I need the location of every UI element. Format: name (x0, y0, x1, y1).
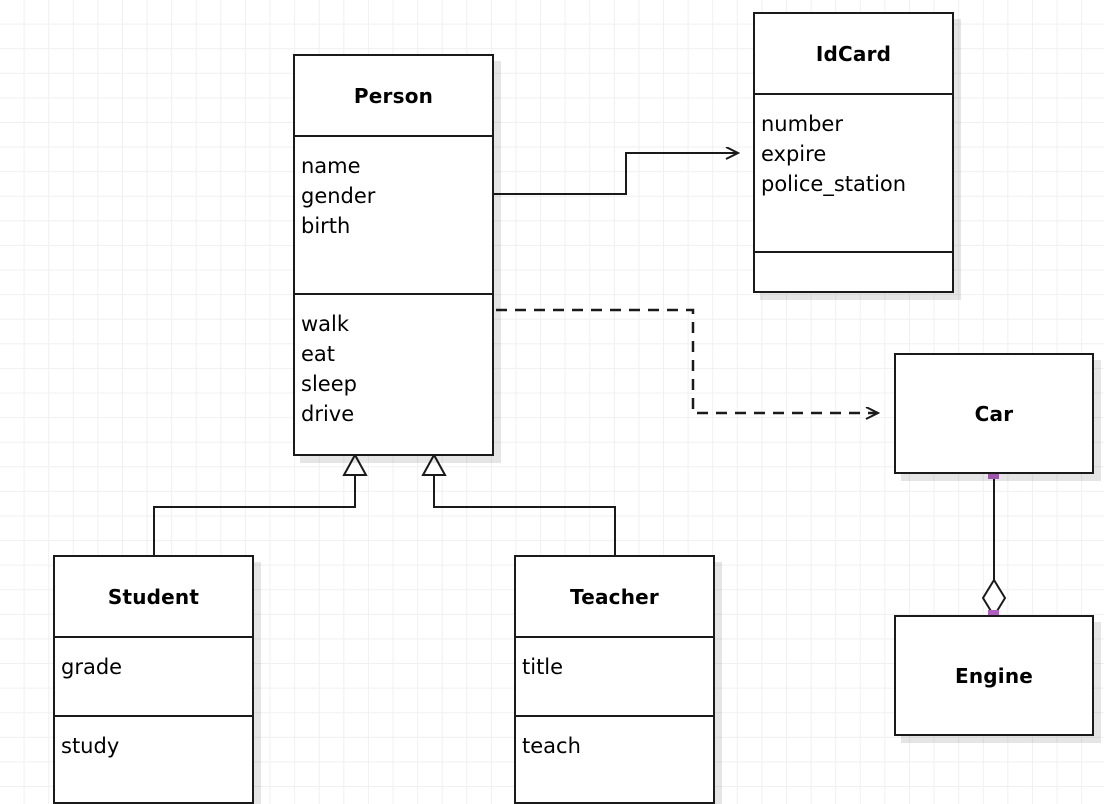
class-methods-person: walk eat sleep drive (295, 293, 492, 458)
class-name-label: Teacher (570, 584, 659, 609)
uml-class-car[interactable]: Car (894, 353, 1094, 474)
attribute-item: title (522, 655, 564, 679)
class-title-engine: Engine (896, 617, 1092, 734)
class-name-label: IdCard (815, 41, 892, 66)
edge-teacher-person[interactable] (421, 452, 616, 556)
class-title-person: Person (295, 56, 492, 135)
attribute-item: number (761, 112, 843, 136)
edge-student-person[interactable] (153, 452, 368, 556)
attribute-item: police_station (761, 172, 907, 196)
uml-class-teacher[interactable]: Teacher title teach (514, 555, 715, 804)
class-methods-teacher: teach (516, 715, 713, 804)
uml-class-idcard[interactable]: IdCard number expire police_station (753, 12, 954, 293)
method-item: study (61, 734, 120, 758)
method-item: walk (301, 312, 350, 336)
method-item: eat (301, 342, 336, 366)
class-attributes-teacher: title (516, 636, 713, 715)
attribute-item: name (301, 154, 361, 178)
class-attributes-student: grade (55, 636, 252, 715)
edge-person-idcard[interactable] (494, 153, 738, 195)
class-name-label: Engine (954, 663, 1034, 688)
class-title-idcard: IdCard (755, 14, 952, 93)
uml-class-engine[interactable]: Engine (894, 615, 1094, 736)
class-attributes-person: name gender birth (295, 135, 492, 293)
attribute-item: gender (301, 184, 376, 208)
uml-class-person[interactable]: Person name gender birth walk eat sleep … (293, 54, 494, 456)
attribute-item: grade (61, 655, 123, 679)
class-methods-idcard (755, 251, 952, 295)
edge-person-car[interactable] (496, 308, 878, 413)
method-item: sleep (301, 372, 357, 396)
class-name-label: Person (353, 83, 434, 108)
class-methods-student: study (55, 715, 252, 804)
edge-car-engine[interactable] (981, 474, 1007, 618)
method-item: teach (522, 734, 581, 758)
uml-class-student[interactable]: Student grade study (53, 555, 254, 804)
attribute-item: birth (301, 214, 351, 238)
class-title-car: Car (896, 355, 1092, 472)
class-title-student: Student (55, 557, 252, 636)
method-item: drive (301, 402, 355, 426)
class-title-teacher: Teacher (516, 557, 713, 636)
attribute-item: expire (761, 142, 827, 166)
class-name-label: Car (974, 401, 1014, 426)
class-attributes-idcard: number expire police_station (755, 93, 952, 251)
class-name-label: Student (107, 584, 200, 609)
